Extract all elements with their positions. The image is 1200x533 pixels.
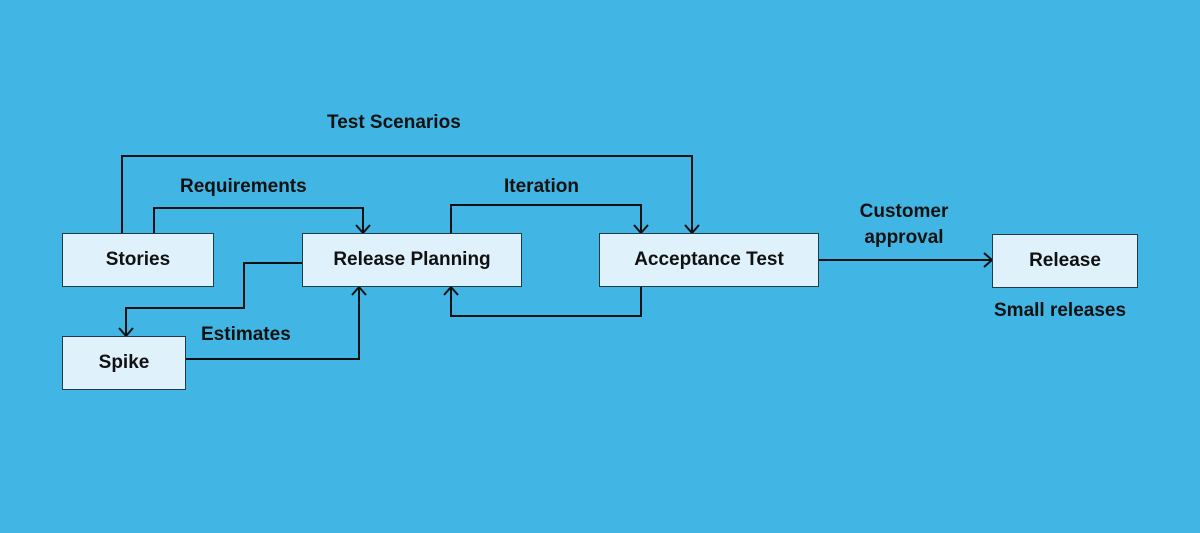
label-estimates: Estimates [201, 324, 291, 345]
edge-test-scenarios [121, 155, 693, 233]
edge-requirements [153, 207, 364, 233]
node-stories-label: Stories [105, 249, 171, 270]
node-release-planning-label: Release Planning [333, 249, 491, 270]
label-customer-approval-line2: approval [864, 226, 944, 248]
edge-iteration [450, 204, 642, 233]
edge-planning-to-spike [125, 262, 302, 336]
arrowhead-feedback [443, 285, 459, 296]
label-customer-approval: Customer approval [846, 199, 962, 250]
label-customer-approval-line1: Customer [859, 201, 949, 222]
label-small-releases: Small releases [994, 300, 1127, 321]
arrowhead-estimates [351, 285, 367, 296]
node-acceptance-test[interactable]: Acceptance Test [599, 233, 819, 287]
node-release[interactable]: Release [992, 234, 1138, 288]
label-requirements: Requirements [180, 176, 307, 197]
node-release-planning[interactable]: Release Planning [302, 233, 522, 287]
edge-feedback [450, 287, 642, 317]
node-stories[interactable]: Stories [62, 233, 214, 287]
edge-estimates [186, 287, 360, 360]
node-acceptance-test-label: Acceptance Test [634, 249, 784, 270]
label-iteration: Iteration [504, 176, 579, 197]
node-release-label: Release [1029, 250, 1101, 271]
node-spike-label: Spike [98, 352, 150, 373]
node-spike[interactable]: Spike [62, 336, 186, 390]
label-test-scenarios: Test Scenarios [327, 112, 461, 133]
